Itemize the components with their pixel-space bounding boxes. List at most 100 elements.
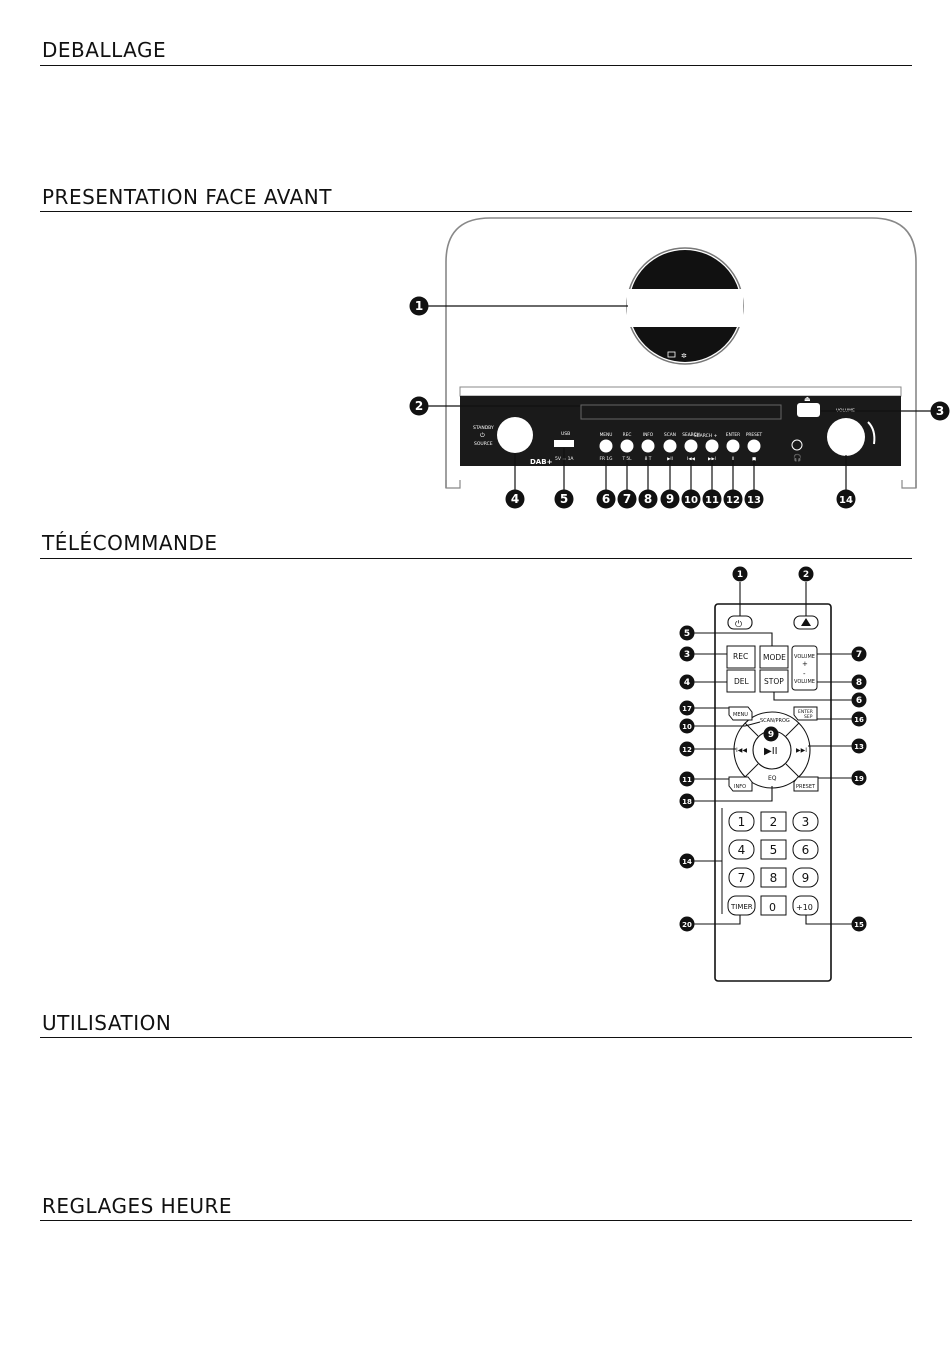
stop-label: STOP: [764, 677, 784, 686]
svg-text:14: 14: [682, 858, 692, 866]
remote-key-9[interactable]: 9: [792, 867, 819, 888]
eject-icon: [801, 618, 811, 626]
info-label: INFO: [734, 784, 746, 790]
svg-text:8: 8: [644, 492, 652, 506]
remote-key-4[interactable]: 4: [728, 839, 755, 860]
svg-text:1: 1: [415, 299, 423, 313]
svg-text:18: 18: [682, 798, 692, 806]
eject-button[interactable]: [797, 403, 820, 417]
usb-spec: 5V = 1A: [555, 456, 574, 462]
remote-mode-button[interactable]: [759, 645, 789, 669]
remote-preset-button[interactable]: [793, 776, 819, 792]
callout-badge: 11: [679, 771, 695, 787]
remote-info-button[interactable]: [728, 776, 753, 792]
remote-key-8[interactable]: 8: [760, 867, 787, 888]
callout-badge: 8: [851, 674, 867, 690]
section-title-utilisation: UTILISATION: [42, 1011, 172, 1035]
remote-menu-button[interactable]: [728, 706, 753, 721]
remote-enter-button[interactable]: [793, 706, 818, 721]
svg-text:11: 11: [705, 495, 719, 506]
key-label: 1: [738, 815, 746, 829]
display-slot: [580, 404, 782, 420]
volume-knob[interactable]: [827, 418, 865, 456]
enter-label: ENTER: [798, 709, 813, 715]
svg-text:5: 5: [560, 492, 568, 506]
front-button-top-label: REC: [623, 432, 632, 438]
svg-text:1: 1: [737, 570, 743, 580]
callout-badge: 20: [679, 916, 695, 932]
front-button-top-label: ENTER: [726, 432, 740, 438]
plus-label: +: [802, 660, 808, 668]
remote-key-7[interactable]: 7: [728, 867, 755, 888]
callout-badge: 9: [660, 489, 680, 509]
callout-badge: 15: [851, 916, 867, 932]
mode-label: MODE: [763, 653, 786, 662]
callout-badge: 3: [930, 401, 950, 421]
svg-text:4: 4: [684, 678, 690, 688]
remote-key-3[interactable]: 3: [792, 811, 819, 832]
svg-text:13: 13: [747, 495, 761, 506]
key-label: 3: [802, 815, 810, 829]
svg-text:13: 13: [854, 743, 864, 751]
callout-badge: 6: [596, 489, 616, 509]
front-button-top-label: MENU: [600, 432, 613, 438]
callout-badge: 2: [409, 396, 429, 416]
source-label: SOURCE: [474, 441, 493, 447]
section-title-telecommande: TÉLÉCOMMANDE: [42, 531, 218, 555]
front-button-top-label: PRESET: [746, 432, 763, 438]
remote-volume-rocker[interactable]: [791, 645, 818, 691]
callout-badge: 10: [679, 718, 695, 734]
svg-text:15: 15: [854, 921, 864, 929]
key-label: 5: [770, 843, 778, 857]
minus-label: -: [803, 670, 806, 678]
callout-badge: 18: [679, 793, 695, 809]
headphone-jack[interactable]: [791, 439, 803, 451]
remote-key-5[interactable]: 5: [760, 839, 787, 860]
section-rule: [40, 1037, 912, 1038]
search-label: — SEARCH +: [688, 433, 718, 439]
key-label: 9: [802, 871, 810, 885]
svg-text:6: 6: [602, 492, 610, 506]
svg-text:9: 9: [768, 730, 774, 740]
callout-badge: 17: [679, 700, 695, 716]
section-rule: [40, 65, 912, 66]
remote-key-6[interactable]: 6: [792, 839, 819, 860]
callout-badge: 1: [732, 566, 748, 582]
remote-key-0[interactable]: [760, 895, 787, 916]
front-button-top-label: SCAN: [664, 432, 676, 438]
remote-key-2[interactable]: 2: [760, 811, 787, 832]
svg-text:11: 11: [682, 776, 692, 784]
svg-text:2: 2: [415, 399, 423, 413]
remote-timer-button[interactable]: [727, 895, 756, 916]
remote-del-button[interactable]: [726, 669, 756, 693]
front-button-6[interactable]: ▶▶I: [705, 439, 719, 463]
remote-control: ⏻ REC MODE DEL STOP VOLUME + - VOLUME ▶I…: [714, 603, 832, 982]
svg-text:3: 3: [684, 650, 690, 660]
rec-label: REC: [733, 652, 748, 661]
svg-text:5: 5: [684, 629, 690, 639]
power-icon: ⏻: [735, 619, 742, 630]
plus10-label: +10: [796, 903, 813, 912]
callout-badge: 9: [763, 726, 779, 742]
remote-rec-button[interactable]: [726, 645, 756, 669]
front-button-4[interactable]: SCAN▶II: [663, 432, 677, 462]
front-button-top-label: INFO: [643, 432, 654, 438]
usb-port[interactable]: [554, 440, 574, 447]
svg-text:7: 7: [856, 650, 862, 660]
svg-text:6: 6: [856, 696, 862, 706]
callout-badge: 11: [702, 489, 722, 509]
callout-badge: 2: [798, 566, 814, 582]
svg-text:✲: ✲: [681, 352, 687, 360]
remote-key-1[interactable]: 1: [728, 811, 755, 832]
standby-source-knob[interactable]: [497, 417, 533, 453]
svg-text:10: 10: [682, 723, 692, 731]
front-button-8[interactable]: PRESET■: [746, 432, 763, 462]
scan-prog-label: SCAN/PROG: [760, 718, 790, 724]
standby-label: STANDBY: [473, 425, 494, 431]
usb-label: USB: [561, 431, 570, 437]
